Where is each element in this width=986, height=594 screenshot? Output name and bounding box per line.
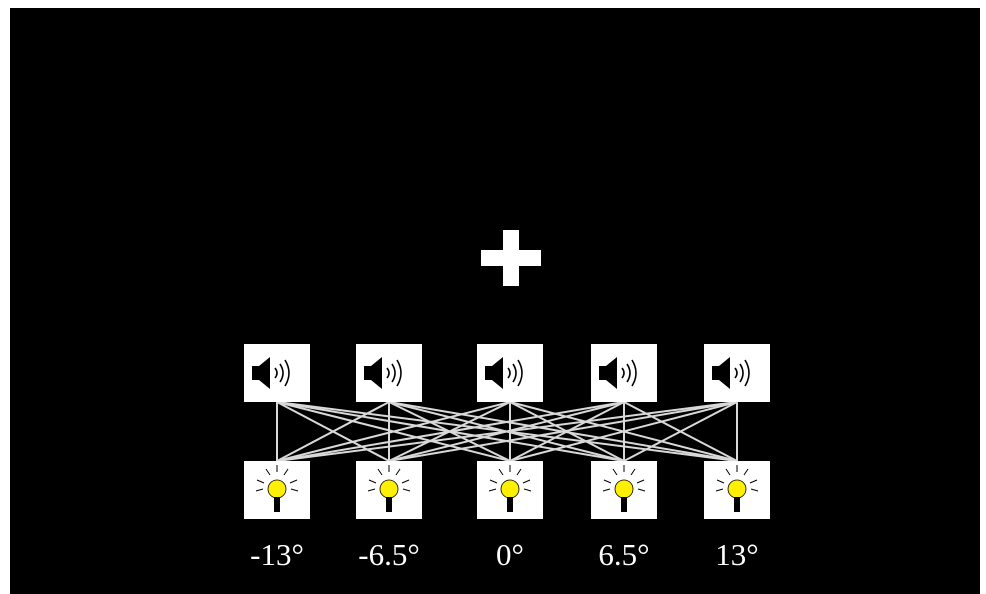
speaker-box-2 (477, 344, 543, 402)
lightbulb-icon (715, 465, 759, 512)
light-box-3 (591, 461, 657, 519)
angle-label-1: -6.5° (358, 537, 420, 572)
light-box-0 (244, 461, 310, 519)
lightbulb-icon (367, 465, 411, 512)
speaker-icon (364, 357, 402, 389)
speaker-icon (252, 357, 290, 389)
speaker-icon (712, 357, 750, 389)
speaker-icon (485, 357, 523, 389)
speaker-box-0 (244, 344, 310, 402)
angle-label-3: 6.5° (598, 537, 650, 572)
light-box-1 (356, 461, 422, 519)
speaker-box-4 (704, 344, 770, 402)
lightbulb-icon (488, 465, 532, 512)
plus-icon (481, 230, 541, 286)
speaker-icon (599, 357, 637, 389)
lightbulb-icon (602, 465, 646, 512)
lightbulb-icon (255, 465, 299, 512)
angle-label-0: -13° (250, 537, 304, 572)
speaker-box-1 (356, 344, 422, 402)
speaker-box-3 (591, 344, 657, 402)
light-box-2 (477, 461, 543, 519)
light-box-4 (704, 461, 770, 519)
angle-label-2: 0° (496, 537, 524, 572)
angle-label-4: 13° (715, 537, 759, 572)
